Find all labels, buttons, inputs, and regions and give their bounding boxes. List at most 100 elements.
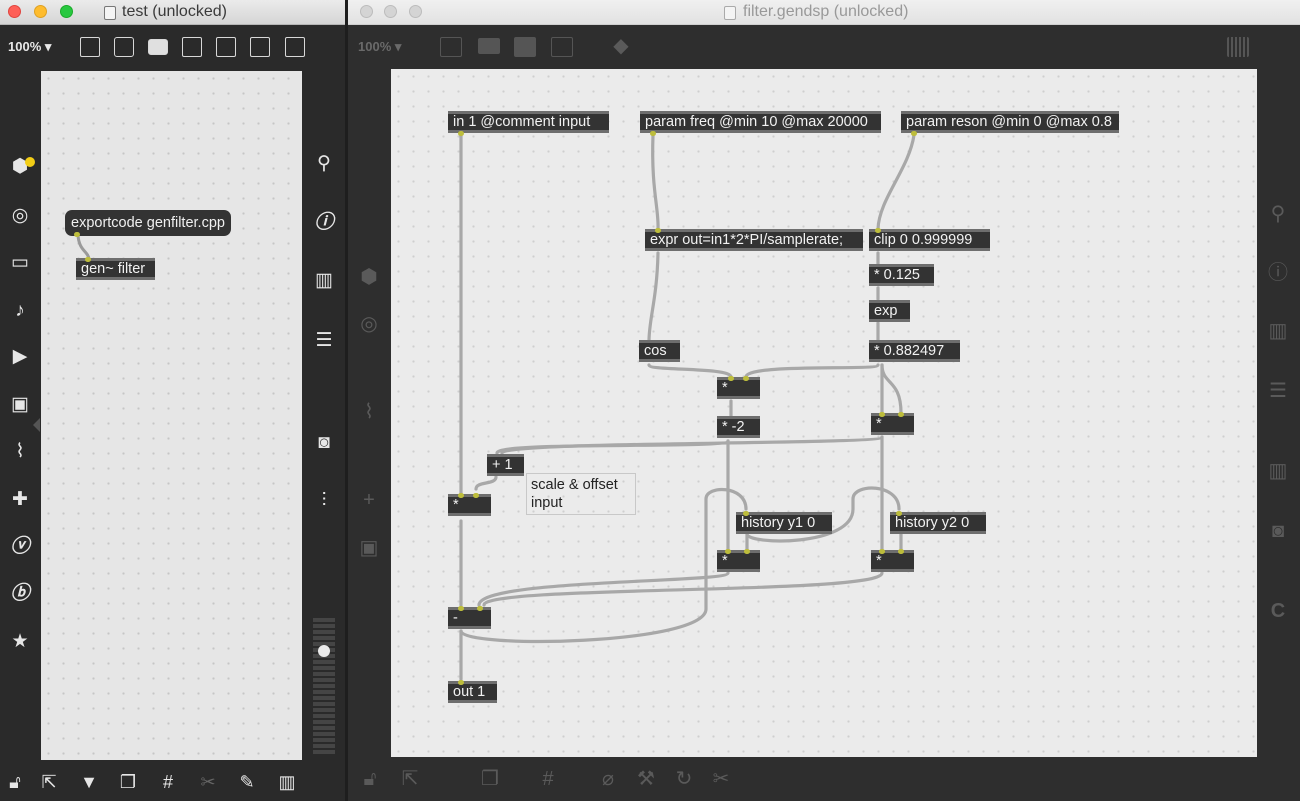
zoom-button[interactable] <box>60 5 73 18</box>
info-icon[interactable]: ⓘ <box>1268 262 1288 284</box>
paint-bucket-icon[interactable]: ◆ <box>613 35 629 57</box>
package-icon[interactable]: ⬢ <box>11 156 29 177</box>
expr-object[interactable]: expr out=in1*2*PI/samplerate; <box>645 229 863 251</box>
scope-icon[interactable] <box>514 37 536 57</box>
minimize-button[interactable] <box>384 5 397 18</box>
patcher-canvas[interactable]: exportcode genfilter.cpp gen~ filter <box>41 71 302 760</box>
inlet[interactable] <box>655 228 661 233</box>
outlet[interactable] <box>911 131 917 136</box>
bus-icon[interactable]: ▭ <box>11 252 29 273</box>
multiply-a-object[interactable]: * <box>717 377 760 399</box>
inlet[interactable] <box>743 376 749 381</box>
close-button[interactable] <box>8 5 21 18</box>
output-meter[interactable] <box>313 618 335 756</box>
no-symbol-icon[interactable]: ⌀ <box>601 768 615 790</box>
message-box-icon[interactable] <box>114 37 134 57</box>
message-box-exportcode[interactable]: exportcode genfilter.cpp <box>65 210 231 236</box>
play-object-icon[interactable] <box>250 37 270 57</box>
grid-icon[interactable]: # <box>162 772 173 792</box>
inlet[interactable] <box>477 606 483 611</box>
multiply-d-object[interactable]: * <box>717 550 760 572</box>
mixer-icon[interactable]: ⫶ <box>321 490 327 511</box>
multiply-c-object[interactable]: * <box>448 494 491 516</box>
reference-book-icon[interactable]: ▥ <box>1268 320 1288 342</box>
hammer-icon[interactable]: ⚒ <box>637 768 655 790</box>
list-icon[interactable]: ☰ <box>1269 380 1287 402</box>
signal-icon[interactable]: ▣ <box>359 537 379 559</box>
snapshot-icon[interactable]: ◙ <box>1271 520 1285 542</box>
inlet[interactable] <box>458 680 464 685</box>
b-icon[interactable]: ⓑ <box>10 583 30 604</box>
presentation-mode-icon[interactable]: ▼ <box>80 772 98 792</box>
inlet[interactable] <box>744 549 750 554</box>
target-icon[interactable]: ◎ <box>360 313 378 335</box>
zoom-menu[interactable]: 100% ▾ <box>358 39 402 54</box>
inlet[interactable] <box>896 511 902 516</box>
presentation-icon[interactable] <box>80 37 100 57</box>
inlet[interactable] <box>898 412 904 417</box>
out1-object[interactable]: out 1 <box>448 681 497 703</box>
multiply-e-object[interactable]: * <box>871 550 914 572</box>
exp-object[interactable]: exp <box>869 300 910 322</box>
inlet[interactable] <box>879 412 885 417</box>
mul-neg2-object[interactable]: * -2 <box>717 416 760 438</box>
subtract-object[interactable]: - <box>448 607 491 629</box>
info-icon[interactable]: ⓘ <box>314 212 334 233</box>
book-icon[interactable]: ▥ <box>1268 460 1288 482</box>
clip-object[interactable]: clip 0 0.999999 <box>869 229 990 251</box>
image-icon[interactable]: ▣ <box>11 394 29 415</box>
piano-icon[interactable]: ▥ <box>278 772 296 792</box>
music-note-icon[interactable]: ♪ <box>15 300 25 321</box>
refresh-icon[interactable]: ↻ <box>675 768 693 790</box>
gen-patcher-canvas[interactable]: in 1 @comment input param freq @min 10 @… <box>391 69 1257 757</box>
windows-icon[interactable]: ❐ <box>119 772 137 792</box>
grid-view-icon[interactable] <box>1227 37 1249 57</box>
param-reson-object[interactable]: param reson @min 0 @max 0.8 <box>901 111 1119 133</box>
windows-icon[interactable]: ❐ <box>481 768 499 790</box>
inlet[interactable] <box>879 549 885 554</box>
paperclip-icon[interactable]: ⌇ <box>364 401 374 423</box>
gen-filter-object[interactable]: gen~ filter <box>76 258 155 280</box>
comment-icon[interactable] <box>148 39 168 55</box>
history-y1-object[interactable]: history y1 0 <box>736 512 832 534</box>
outlet[interactable] <box>650 131 656 136</box>
toggle-icon[interactable] <box>182 37 202 57</box>
package-icon[interactable]: ⬢ <box>360 266 378 288</box>
inlet[interactable] <box>458 493 464 498</box>
codebox-icon[interactable] <box>551 37 573 57</box>
zoom-button[interactable] <box>409 5 422 18</box>
lock-icon[interactable]: 🔓︎ <box>363 768 377 790</box>
history-y2-object[interactable]: history y2 0 <box>890 512 986 534</box>
slider-object-icon[interactable] <box>285 37 305 57</box>
comment-icon[interactable] <box>478 38 500 54</box>
inlet[interactable] <box>725 549 731 554</box>
patch-cord-icon[interactable]: ✂ <box>712 768 730 790</box>
sidebar-collapse-arrow-icon[interactable] <box>33 418 40 432</box>
v-icon[interactable]: ⓥ <box>10 536 30 557</box>
code-c-icon[interactable]: C <box>1270 600 1286 622</box>
wrench-icon[interactable]: ✎ <box>239 772 255 792</box>
button-object-icon[interactable] <box>216 37 236 57</box>
snapshot-icon[interactable]: ◙ <box>318 432 330 453</box>
video-icon[interactable]: ▶ <box>12 346 28 367</box>
close-button[interactable] <box>360 5 373 18</box>
paperclip-icon[interactable]: ⌇ <box>15 441 25 462</box>
inlet[interactable] <box>473 493 479 498</box>
list-icon[interactable]: ☰ <box>315 330 333 351</box>
edit-mode-icon[interactable]: ⇱ <box>41 772 57 792</box>
plus-icon[interactable]: + <box>363 489 375 511</box>
patch-cord-icon[interactable]: ✂ <box>200 772 216 792</box>
grid-icon[interactable]: # <box>542 768 554 790</box>
edit-mode-icon[interactable]: ⇱ <box>401 768 419 790</box>
inlet[interactable] <box>743 511 749 516</box>
mul-0125-object[interactable]: * 0.125 <box>869 264 934 286</box>
mul-0882497-object[interactable]: * 0.882497 <box>869 340 960 362</box>
target-icon[interactable]: ◎ <box>11 205 29 226</box>
cos-object[interactable]: cos <box>639 340 680 362</box>
outlet[interactable] <box>458 131 464 136</box>
volume-knob[interactable] <box>318 645 330 657</box>
star-icon[interactable]: ★ <box>11 631 29 652</box>
reference-book-icon[interactable]: ▥ <box>315 270 333 291</box>
presentation-icon[interactable] <box>440 37 462 57</box>
plus-1-object[interactable]: + 1 <box>487 454 524 476</box>
